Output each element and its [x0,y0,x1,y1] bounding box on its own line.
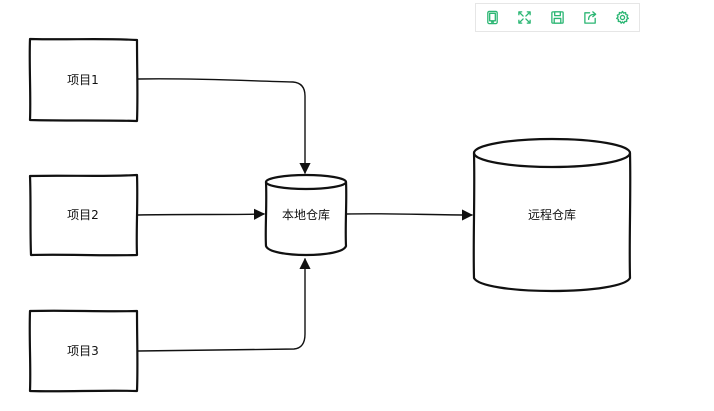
settings-button[interactable] [606,4,639,31]
node-local-repo[interactable]: 本地仓库 [264,173,348,257]
fullscreen-button[interactable] [509,4,542,31]
save-icon [551,11,564,24]
edge-local-to-remote-repo[interactable] [345,209,474,221]
node-remote-repo[interactable]: 远程仓库 [472,137,632,293]
edge-project3-to-local-repo[interactable] [137,257,311,352]
fullscreen-icon [518,11,532,24]
node-project3-label: 项目3 [67,344,99,358]
node-project1-label: 项目1 [67,73,99,87]
tablet-icon [486,10,498,25]
edge-project2-to-local-repo[interactable] [137,208,266,220]
toolbar [475,3,640,32]
tablet-button[interactable] [476,4,509,31]
share-button[interactable] [574,4,607,31]
save-button[interactable] [541,4,574,31]
node-project2[interactable]: 项目2 [28,173,139,257]
node-project2-label: 项目2 [67,208,99,222]
node-remote-repo-label: 远程仓库 [528,207,576,222]
edge-project1-to-local-repo[interactable] [137,78,311,175]
settings-icon [616,10,630,24]
share-icon [583,11,596,24]
node-project3[interactable]: 项目3 [28,309,139,393]
node-local-repo-label: 本地仓库 [282,207,330,222]
node-project1[interactable]: 项目1 [28,37,139,123]
